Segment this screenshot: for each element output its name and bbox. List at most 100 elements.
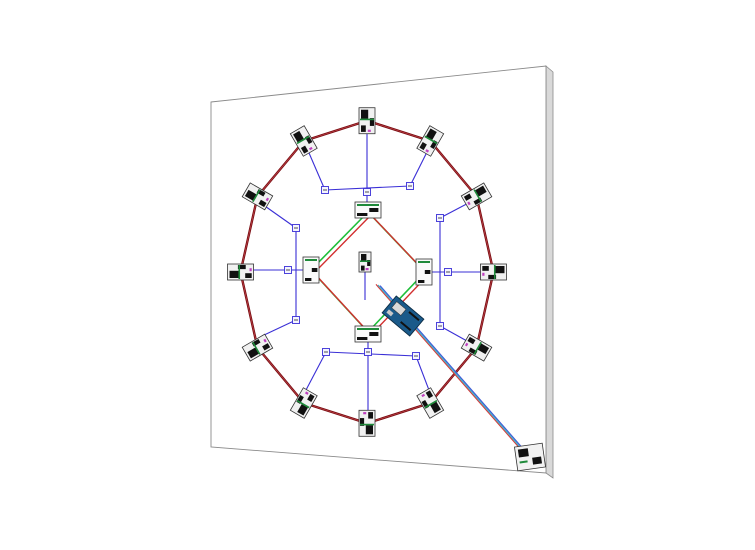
power-module-pins (357, 204, 379, 206)
led-module-icon (358, 409, 376, 437)
module-accent (482, 272, 485, 276)
module-pins (360, 423, 374, 426)
module-pins (296, 135, 310, 145)
controller-header (408, 311, 420, 322)
power-module-chip-2 (311, 268, 318, 272)
power-module-chip (418, 280, 425, 283)
board-panel (210, 65, 554, 479)
power-module-icon (354, 325, 382, 343)
module-chip (430, 401, 441, 414)
branch-top (324, 185, 411, 191)
spoke-left-upper (261, 203, 297, 229)
power-module-pins (305, 259, 317, 261)
connector-icon (292, 316, 300, 324)
spoke-bottom-left (305, 351, 327, 391)
module-chip-2 (368, 412, 373, 419)
connector-icon (322, 348, 330, 356)
module-chip (495, 266, 505, 274)
power-module-chip-2 (424, 270, 431, 274)
module-accent (265, 197, 270, 202)
module-chip-2 (300, 145, 309, 154)
power-module-chip (357, 337, 368, 340)
power-module-icon (415, 258, 433, 286)
module-chip (293, 130, 304, 143)
led-module-icon (460, 333, 493, 362)
connector-icon (284, 266, 292, 274)
module-chip-2 (467, 336, 476, 345)
connector-icon (436, 322, 444, 330)
connector-icon (321, 186, 329, 194)
module-accent (304, 391, 309, 395)
module-chip-3 (369, 118, 375, 126)
led-module-icon (289, 125, 318, 157)
module-chip-3 (367, 260, 371, 266)
modules (227, 107, 507, 437)
module-accent (249, 268, 252, 272)
module-chip-2 (361, 265, 365, 271)
module-accent (308, 146, 313, 151)
connector-icon (363, 188, 371, 196)
module-chip-2 (419, 142, 427, 151)
led-module-icon (289, 387, 318, 419)
remote-module-icon (514, 442, 546, 472)
module-pins (238, 265, 241, 279)
controller-chip (391, 301, 407, 316)
power-module-chip (305, 278, 312, 281)
module-pins (473, 341, 482, 355)
power-module-chip (357, 213, 368, 216)
module-chip (425, 128, 437, 140)
remote-pins (519, 460, 528, 464)
module-accent (467, 201, 471, 206)
module-chip-2 (425, 390, 434, 399)
module-chip (365, 425, 373, 435)
power-module-body (415, 258, 433, 286)
controller-cable (375, 284, 546, 472)
module-pins (493, 265, 496, 279)
connector-icon (436, 214, 444, 222)
led-module-icon (241, 182, 274, 211)
module-chip-2 (307, 393, 315, 402)
module-pins (473, 189, 482, 203)
power-module-pins (418, 261, 430, 263)
module-accent (365, 268, 369, 271)
led-module-icon (358, 107, 376, 135)
led-module-icon (416, 387, 445, 419)
connector-icon (406, 182, 414, 190)
controller-port (386, 309, 394, 317)
module-accent (464, 342, 469, 347)
module-chip (229, 270, 239, 278)
module-accent (263, 338, 267, 343)
remote-chip (517, 448, 529, 458)
module-pins (360, 260, 370, 262)
module-chip (247, 347, 259, 359)
module-chip-2 (361, 125, 366, 132)
module-chip (361, 254, 367, 261)
led-module-icon (227, 263, 254, 281)
module-accent (363, 412, 367, 415)
module-chip-2 (245, 273, 252, 278)
module-chip (297, 404, 309, 416)
connector-icon (412, 352, 420, 360)
spoke-left-lower (261, 319, 297, 337)
board-face (210, 65, 547, 474)
module-chip-2 (262, 343, 271, 351)
controller-header-2 (400, 321, 412, 332)
board-edge (545, 65, 554, 479)
power-module-icon (302, 256, 320, 284)
module-accent (425, 149, 430, 153)
module-chip (475, 185, 487, 197)
module-pins (296, 399, 310, 409)
remote-chip-2 (532, 456, 543, 465)
controller-pcb (381, 295, 425, 337)
connector-icon (364, 348, 372, 356)
module-pins (360, 118, 374, 121)
module-accent (367, 129, 371, 132)
power-module-body (302, 256, 320, 284)
power-module-chip-2 (369, 208, 379, 212)
module-accent (421, 393, 426, 398)
module-chip (244, 189, 257, 201)
module-pins (424, 135, 438, 145)
connector-icon (292, 224, 300, 232)
